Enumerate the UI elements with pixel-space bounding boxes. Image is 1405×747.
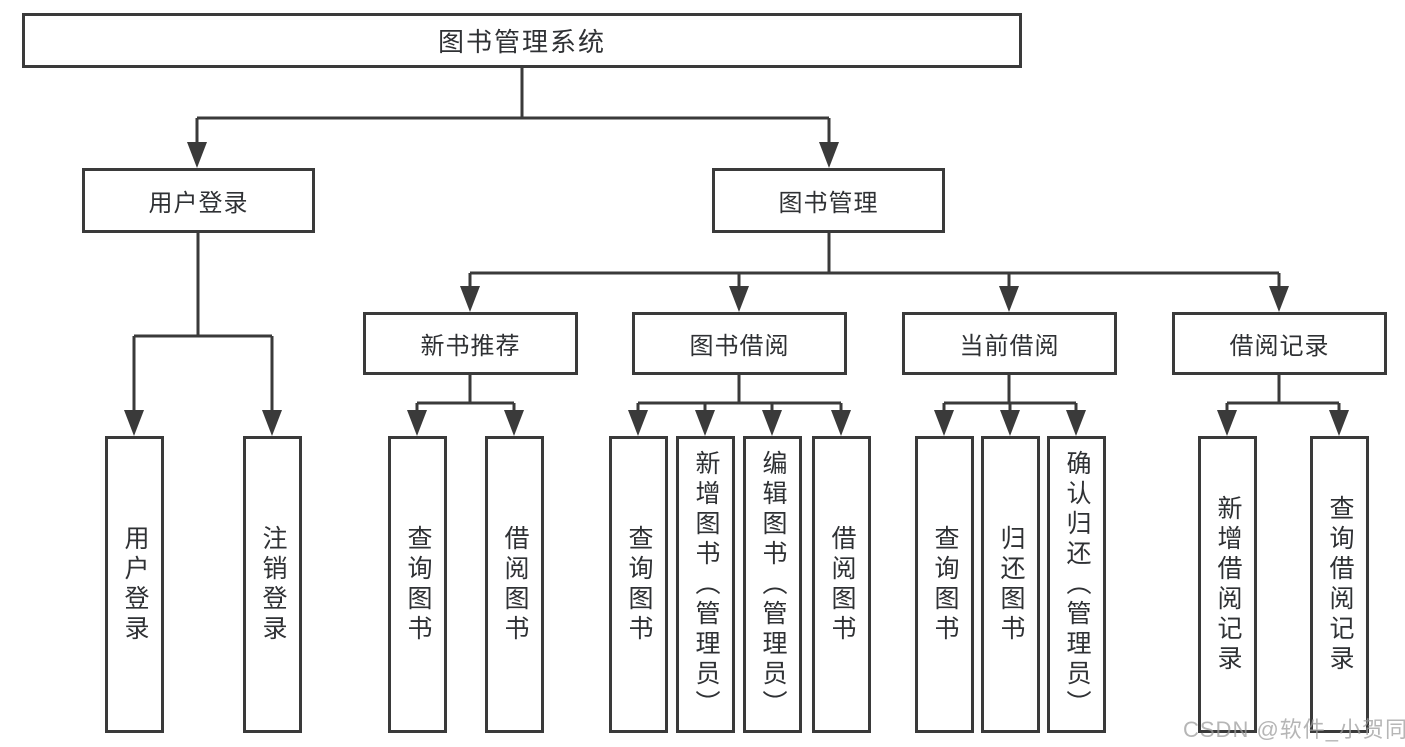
leaf-current-return-books: 归还图书 <box>981 436 1040 733</box>
node-user-login: 用户登录 <box>82 168 315 233</box>
leaf-current-query-books: 查询图书 <box>915 436 974 733</box>
leaf-logout: 注销登录 <box>243 436 302 733</box>
node-book-management: 图书管理 <box>712 168 945 233</box>
node-current-borrowing: 当前借阅 <box>902 312 1117 375</box>
leaf-user-login: 用户登录 <box>105 436 164 733</box>
node-label: 编辑图书（管理员） <box>759 449 787 720</box>
node-new-book-recommend: 新书推荐 <box>363 312 578 375</box>
node-label: 用户登录 <box>121 524 149 645</box>
node-label: 查询图书 <box>625 524 653 645</box>
node-label: 当前借阅 <box>959 333 1060 360</box>
node-book-borrowing: 图书借阅 <box>632 312 847 375</box>
leaf-current-confirm-return-admin: 确认归还（管理员） <box>1047 436 1106 733</box>
node-label: 借阅图书 <box>501 524 529 645</box>
leaf-borrowing-query-books: 查询图书 <box>609 436 668 733</box>
node-label: 用户登录 <box>148 190 249 217</box>
leaf-newbooks-borrow-books: 借阅图书 <box>485 436 544 733</box>
node-label: 图书借阅 <box>689 333 790 360</box>
node-label: 借阅图书 <box>828 524 856 645</box>
node-label: 图书管理 <box>778 190 879 217</box>
leaf-newbooks-query-books: 查询图书 <box>388 436 447 733</box>
leaf-records-add-borrow-record: 新增借阅记录 <box>1198 436 1257 733</box>
node-label: 查询图书 <box>931 524 959 645</box>
leaf-borrowing-borrow-books: 借阅图书 <box>812 436 871 733</box>
node-borrow-records: 借阅记录 <box>1172 312 1387 375</box>
node-label: 查询借阅记录 <box>1326 494 1354 675</box>
node-label: 借阅记录 <box>1229 333 1330 360</box>
node-label: 新增图书（管理员） <box>692 449 720 720</box>
leaf-borrowing-add-books-admin: 新增图书（管理员） <box>676 436 735 733</box>
csdn-watermark: CSDN @软件_小贺同学 <box>1183 717 1405 742</box>
node-label: 图书管理系统 <box>437 27 606 57</box>
leaf-records-query-borrow-record: 查询借阅记录 <box>1310 436 1369 733</box>
node-label: 确认归还（管理员） <box>1063 449 1091 720</box>
node-label: 归还图书 <box>997 524 1025 645</box>
node-label: 新书推荐 <box>420 333 521 360</box>
node-library-management-system: 图书管理系统 <box>22 13 1022 68</box>
node-label: 注销登录 <box>259 524 287 645</box>
node-label: 查询图书 <box>404 524 432 645</box>
node-label: 新增借阅记录 <box>1214 494 1242 675</box>
leaf-borrowing-edit-books-admin: 编辑图书（管理员） <box>743 436 802 733</box>
